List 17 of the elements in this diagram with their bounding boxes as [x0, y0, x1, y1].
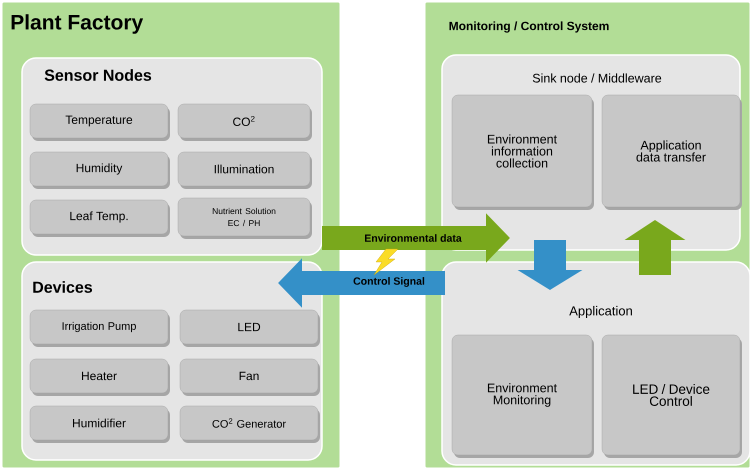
rounded-box: Environment Monitoring — [452, 334, 594, 458]
rounded-box: LED / Device Control — [602, 334, 742, 458]
rounded-box: Environment information collection — [452, 94, 594, 210]
rounded-box: Temperature — [30, 104, 170, 141]
rounded-box: CO$^{2}$ — [178, 104, 312, 141]
rounded-box: Heater — [30, 358, 170, 396]
rounded-box: Application data transfer — [602, 94, 742, 210]
rounded-box: Humidifier — [30, 406, 170, 443]
edge-label: Control Signal — [352, 276, 426, 288]
rounded-box: Humidity — [30, 152, 170, 189]
rounded-box: Fan — [180, 358, 320, 396]
rounded-box: Leaf Temp. — [30, 200, 170, 237]
rounded-box: LED — [180, 310, 320, 347]
rounded-box: Nutrient Solution EC / PH — [178, 198, 312, 239]
rounded-box: Illumination — [178, 152, 312, 189]
rounded-box: CO$^{2}$ Generator — [180, 406, 320, 443]
rounded-box: Irrigation Pump — [30, 310, 170, 347]
